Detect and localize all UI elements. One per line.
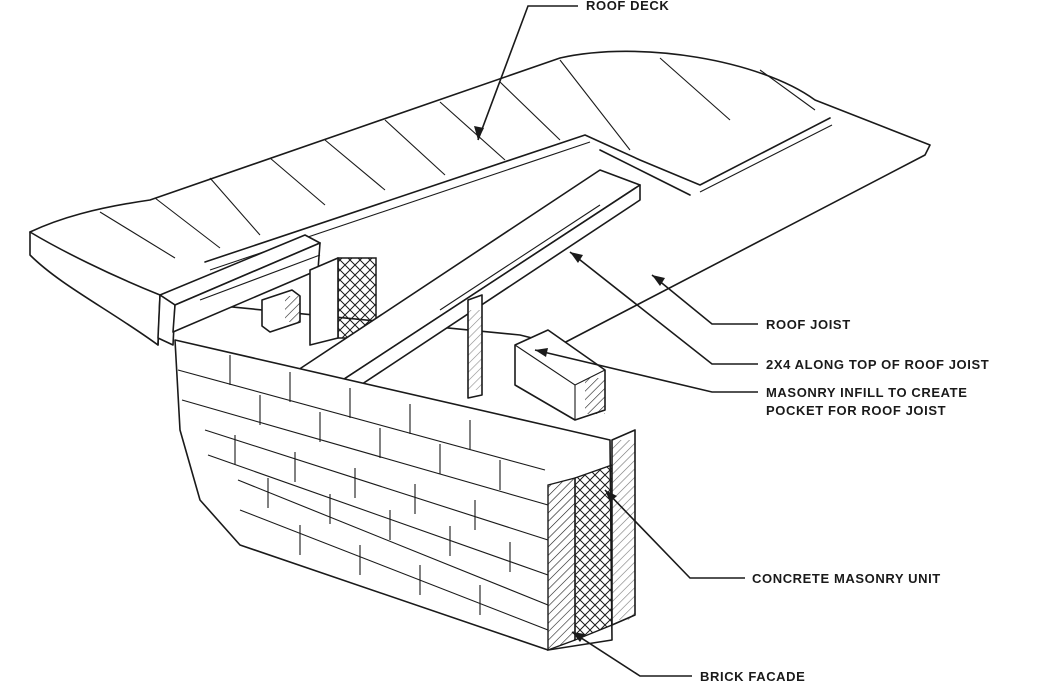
label-brick-facade: BRICK FACADE bbox=[700, 669, 805, 684]
label-concrete-masonry-unit: CONCRETE MASONRY UNIT bbox=[752, 571, 941, 586]
leader-roof-joist bbox=[651, 274, 758, 325]
leader-two-by-four bbox=[569, 251, 758, 365]
label-masonry-infill-line2: POCKET FOR ROOF JOIST bbox=[766, 403, 946, 418]
leader-roof-deck bbox=[474, 5, 578, 141]
deck-planks bbox=[99, 57, 816, 259]
label-roof-deck: ROOF DECK bbox=[586, 0, 669, 13]
roof-joist-left bbox=[157, 234, 321, 346]
leader-masonry-infill bbox=[534, 348, 758, 393]
label-roof-joist: ROOF JOIST bbox=[766, 317, 851, 332]
leader-brick-facade bbox=[571, 631, 692, 677]
joist-post bbox=[467, 294, 483, 399]
label-masonry-infill-line1: MASONRY INFILL TO CREATE bbox=[766, 385, 967, 400]
label-two-by-four: 2X4 ALONG TOP OF ROOF JOIST bbox=[766, 357, 989, 372]
brick-wall bbox=[174, 339, 636, 652]
leader-cmu bbox=[604, 489, 745, 579]
top-bricks bbox=[261, 289, 606, 421]
